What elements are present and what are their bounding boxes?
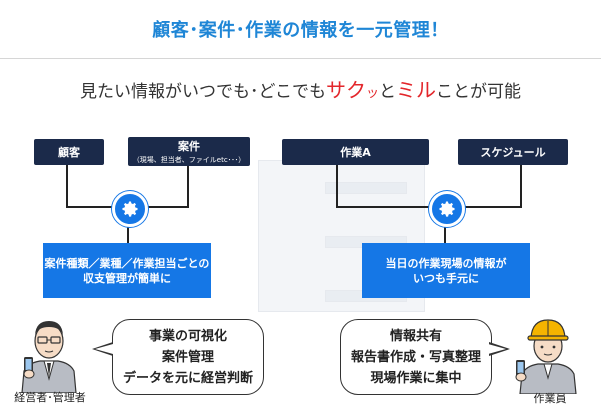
info-box-right-line1: 当日の作業現場の情報が (385, 256, 507, 270)
bubble-left-line: 案件管理 (161, 349, 214, 365)
manager-illustration (21, 321, 77, 393)
bubble-right-line: 情報共有 (389, 328, 442, 344)
speech-bubble-manager: 事業の可視化 案件管理 データを元に経営判断 (112, 319, 264, 395)
bubble-left-line: 事業の可視化 (148, 328, 227, 344)
box-customer: 顧客 (34, 139, 104, 165)
speech-bubble-worker: 情報共有 報告書作成・写真整理 現場作業に集中 (340, 319, 492, 395)
lead-small-1: ッ (365, 86, 379, 101)
gear-icon (112, 191, 148, 227)
lead-text-mid: と (379, 82, 396, 102)
worker-illustration (515, 319, 577, 394)
lead-sentence: 見たい情報がいつでも･どこでもサクッとミルことが可能 (0, 74, 601, 103)
box-project-label: 案件 (178, 140, 200, 153)
box-schedule: スケジュール (458, 139, 568, 165)
bubble-right-line: 現場作業に集中 (370, 370, 462, 386)
box-work: 作業A (282, 139, 429, 165)
bubble-left-line: データを元に経営判断 (122, 370, 253, 386)
connector-line (66, 164, 68, 207)
connector-line (336, 164, 338, 207)
lead-red-2: ミル (396, 78, 436, 102)
lead-text-2: ことが可能 (436, 82, 521, 102)
title-divider (0, 58, 601, 59)
info-box-left-line1: 案件種類／業種／作業担当ごとの (44, 256, 210, 270)
box-customer-label: 顧客 (58, 146, 80, 159)
background-ui-row (325, 182, 407, 194)
bubble-tail (95, 344, 113, 354)
bubble-tail (488, 344, 506, 354)
connector-line (187, 164, 189, 207)
manager-caption: 経営者･管理者 (14, 391, 86, 404)
page-title: 顧客･案件･作業の情報を一元管理！ (152, 20, 449, 41)
info-box-field: 当日の作業現場の情報が いつも手元に (362, 243, 530, 298)
info-box-management: 案件種類／業種／作業担当ごとの 収支管理が簡単に (43, 243, 211, 298)
worker-caption: 作業員 (533, 392, 567, 405)
box-schedule-label: スケジュール (480, 146, 546, 159)
bubble-right-line: 報告書作成・写真整理 (350, 349, 481, 365)
box-work-label: 作業A (340, 146, 371, 159)
lead-text-1: 見たい情報がいつでも･どこでも (79, 82, 326, 102)
info-box-left-line2: 収支管理が簡単に (83, 271, 171, 285)
info-box-right-line2: いつも手元に (413, 271, 479, 285)
box-project: 案件 （現場、担当者、ファイルetc･･･） (128, 137, 250, 166)
lead-red-1: サク (325, 78, 366, 102)
box-project-sublabel: （現場、担当者、ファイルetc･･･） (132, 156, 246, 164)
connector-line (520, 164, 522, 207)
gear-icon (429, 191, 465, 227)
